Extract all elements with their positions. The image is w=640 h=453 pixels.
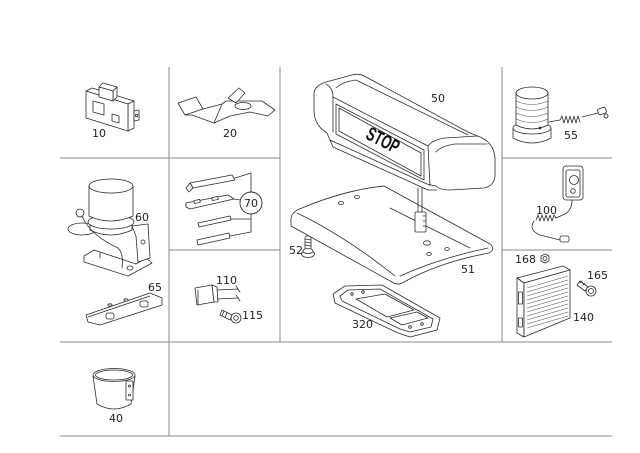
callout-140[interactable]: 140: [573, 311, 594, 324]
part-165-screw-icon: [576, 280, 597, 297]
part-100-hand-control-illustration: [531, 165, 584, 243]
part-20-bracket-illustration: [177, 87, 276, 124]
callout-20[interactable]: 20: [223, 127, 237, 140]
part-52-screw-icon: [301, 235, 315, 258]
part-51-base-plate-illustration: [290, 185, 494, 285]
callout-60[interactable]: 60: [135, 211, 149, 224]
callout-70[interactable]: 70: [244, 197, 258, 210]
callout-165[interactable]: 165: [587, 269, 608, 282]
callout-100[interactable]: 100: [536, 204, 557, 217]
callout-10[interactable]: 10: [92, 127, 106, 140]
harness-connector-icon: [414, 187, 427, 233]
part-320-mounting-frame-illustration: [332, 284, 441, 338]
part-70-rail-set-illustration: [185, 172, 252, 246]
callout-168[interactable]: 168: [515, 253, 536, 266]
callout-51[interactable]: 51: [461, 263, 475, 276]
part-115-screw-icon: [219, 309, 242, 324]
callout-110[interactable]: 110: [216, 274, 237, 287]
part-110-connector-illustration: [194, 284, 241, 306]
part-65-clip-plate-illustration: [85, 292, 163, 326]
part-55-beacon-illustration: [512, 86, 609, 144]
callout-52[interactable]: 52: [289, 244, 303, 257]
grid-lines: [60, 67, 612, 437]
part-40-cup-illustration: [92, 368, 136, 410]
part-140-control-unit-illustration: [516, 265, 571, 338]
callout-70-circled[interactable]: 70: [239, 191, 263, 215]
callout-320[interactable]: 320: [352, 318, 373, 331]
part-60-beacon-bracket-illustration: [67, 178, 153, 277]
callout-55[interactable]: 55: [564, 129, 578, 142]
part-10-module-illustration: [85, 82, 140, 132]
callout-40[interactable]: 40: [109, 412, 123, 425]
callout-50[interactable]: 50: [431, 92, 445, 105]
callout-115[interactable]: 115: [242, 309, 263, 322]
part-168-nut-icon: [540, 253, 550, 264]
part-50-stop-lamp-illustration: STOP: [313, 73, 496, 191]
callout-65[interactable]: 65: [148, 281, 162, 294]
